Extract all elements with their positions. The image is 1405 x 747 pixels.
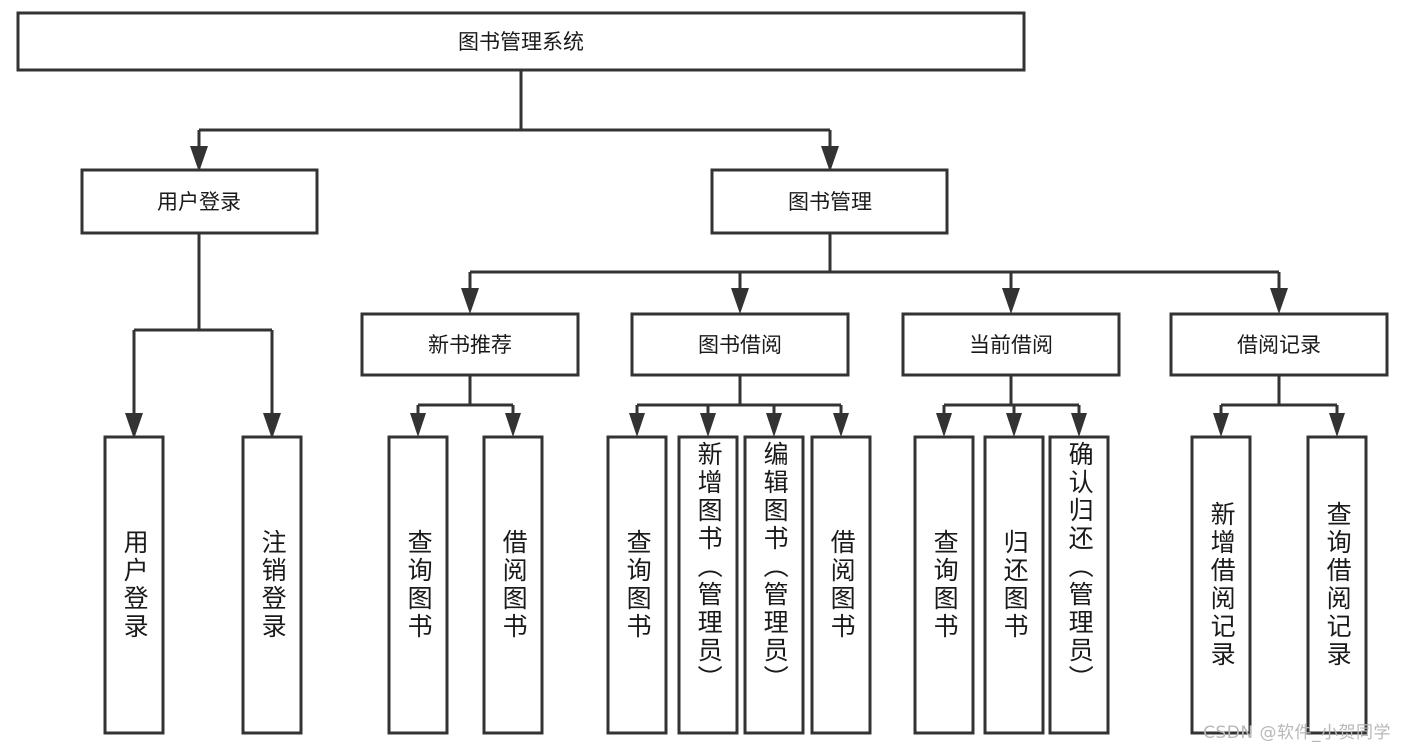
node-new-book-recommend[interactable]: 新书推荐: [360, 312, 580, 377]
node-current-borrow[interactable]: 当前借阅: [901, 312, 1121, 377]
node-root[interactable]: 图书管理系统: [16, 11, 1026, 72]
arrow-icon-bb-leaf-3: [766, 413, 782, 437]
arrow-icon-cb-leaf-1: [936, 413, 952, 437]
node-user-login-label: 用户登录: [157, 190, 241, 214]
node-new-book-recommend-box[interactable]: [360, 312, 580, 377]
leaf-box-query-borrow-record[interactable]: [1306, 435, 1368, 735]
node-root-label: 图书管理系统: [458, 30, 584, 54]
arrow-icon-cb-leaf-2: [1006, 413, 1022, 437]
leaf-box-add-borrow-record[interactable]: [1190, 435, 1252, 735]
leaf-box-borrow-book-bb[interactable]: [810, 435, 872, 735]
arrow-icon-bb-leaf-4: [833, 413, 849, 437]
leaf-box-borrow-book-nbr[interactable]: [482, 435, 544, 735]
leaf-box-group: [103, 435, 1368, 735]
node-root-box[interactable]: [16, 11, 1026, 72]
arrow-icon-br-leaf-1: [1213, 413, 1229, 437]
node-borrow-record[interactable]: 借阅记录: [1169, 312, 1389, 377]
arrow-icon-level2-book-borrow: [731, 288, 749, 314]
node-book-borrow-label: 图书借阅: [698, 333, 782, 357]
node-borrow-record-label: 借阅记录: [1237, 333, 1321, 357]
arrow-icon-nbr-leaf-2: [505, 413, 521, 437]
node-book-borrow-box[interactable]: [630, 312, 850, 377]
arrow-icon-level2-current-borrow: [1002, 288, 1020, 314]
arrow-icon-nbr-leaf-1: [410, 413, 426, 437]
leaf-box-edit-book-admin[interactable]: [743, 435, 805, 735]
arrow-icon-user-login-leaf-1: [125, 413, 143, 439]
node-new-book-recommend-label: 新书推荐: [428, 333, 512, 357]
node-book-manage-box[interactable]: [710, 168, 949, 235]
arrow-icon-user-login-leaf-2: [263, 413, 281, 439]
leaf-box-logout[interactable]: [241, 435, 303, 735]
node-book-manage[interactable]: 图书管理: [710, 168, 949, 235]
arrow-icon-br-leaf-2: [1329, 413, 1345, 437]
arrow-icon-cb-leaf-3: [1071, 413, 1087, 437]
arrow-icon-level2-new-book-rec: [461, 288, 479, 314]
leaf-box-query-book-cb[interactable]: [913, 435, 975, 735]
leaf-box-add-book-admin[interactable]: [677, 435, 739, 735]
leaf-box-query-book-nbr[interactable]: [387, 435, 449, 735]
node-user-login[interactable]: 用户登录: [80, 168, 319, 235]
node-user-login-box[interactable]: [80, 168, 319, 235]
arrow-icon-root-to-user-login: [190, 146, 208, 172]
arrow-icon-bb-leaf-2: [700, 413, 716, 437]
node-book-borrow[interactable]: 图书借阅: [630, 312, 850, 377]
leaf-box-return-book[interactable]: [983, 435, 1045, 735]
arrow-icon-level2-borrow-record: [1270, 288, 1288, 314]
node-current-borrow-box[interactable]: [901, 312, 1121, 377]
node-book-manage-label: 图书管理: [788, 190, 872, 214]
node-current-borrow-label: 当前借阅: [969, 333, 1053, 357]
arrow-icon-root-to-book-manage: [821, 146, 839, 172]
leaf-box-confirm-return-admin[interactable]: [1048, 435, 1110, 735]
arrowhead-group: [125, 146, 1345, 439]
arrow-icon-bb-leaf-1: [629, 413, 645, 437]
leaf-box-user-login[interactable]: [103, 435, 165, 735]
csdn-watermark: CSDN @软件_小贺同学: [1203, 723, 1391, 743]
leaf-box-query-book-bb[interactable]: [606, 435, 668, 735]
node-borrow-record-box[interactable]: [1169, 312, 1389, 377]
